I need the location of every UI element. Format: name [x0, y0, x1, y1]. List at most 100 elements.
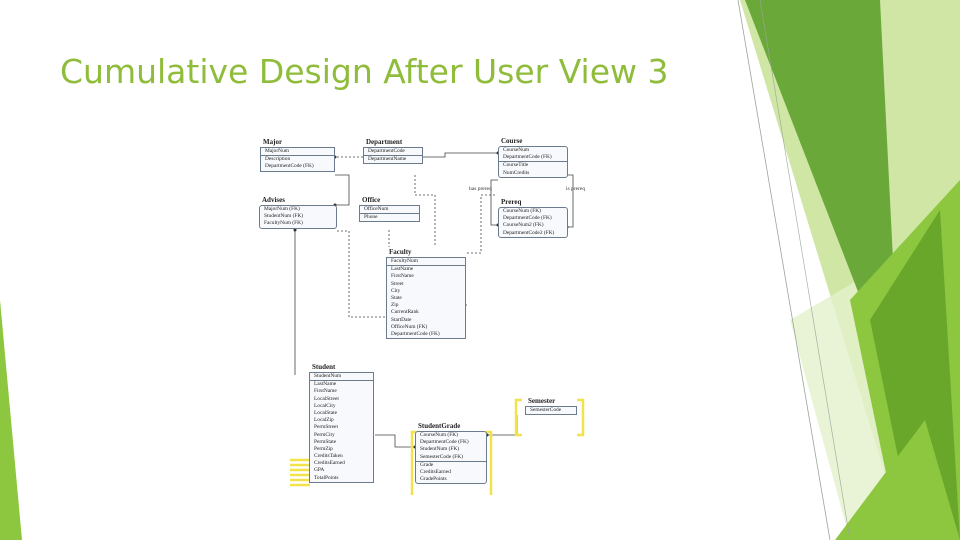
entity-studentgrade-name: StudentGrade [418, 422, 461, 430]
connector-major-advises [335, 174, 350, 206]
entity-student-pk: StudentNum [314, 373, 342, 379]
highlight-bracket-studentgrade-inner [485, 430, 493, 495]
entity-major: Major MajorNum Description DepartmentCod… [260, 138, 335, 172]
connector-course-prereq-right [567, 174, 574, 228]
entity-student-attr: LocalZip [314, 417, 334, 424]
entity-prereq: Prereq CourseNum (FK) DepartmentCode (FK… [498, 198, 568, 238]
entity-prereq-pk: CourseNum2 (FK) [503, 222, 544, 229]
entity-major-name: Major [263, 138, 283, 146]
slide-title: Cumulative Design After User View 3 [60, 52, 669, 91]
entity-faculty-attr: Street [391, 280, 404, 287]
entity-department-pk: DepartmentCode [368, 148, 405, 154]
entity-advises-box: MajorNum (FK) StudentNum (FK) FacultyNum… [259, 205, 337, 229]
entity-major-pk: MajorNum [265, 148, 289, 154]
entity-department-name: Department [366, 138, 403, 146]
entity-student-attr: LocalCity [314, 402, 336, 409]
entity-faculty-attr: LastName [391, 266, 414, 273]
entity-student-attr: LocalState [314, 409, 338, 416]
entity-faculty-box: FacultyNum LastName FirstName Street Cit… [386, 257, 466, 340]
entity-course-name: Course [501, 137, 523, 145]
entity-faculty-name: Faculty [389, 248, 412, 256]
entity-student-attr: PermStreet [314, 424, 338, 431]
entity-student-attr: CreditsEarned [314, 460, 345, 467]
entity-faculty-pk: FacultyNum [391, 258, 418, 264]
entity-office-name: Office [362, 196, 381, 204]
entity-major-attr: DepartmentCode (FK) [265, 163, 314, 170]
entity-student-attr: LastName [314, 381, 337, 388]
entity-faculty-attr: OfficeNum (FK) [391, 323, 428, 330]
entity-faculty-attr: StartDate [391, 316, 412, 323]
entity-course-attr: CourseTitle [503, 162, 529, 169]
er-diagram: Major MajorNum Description DepartmentCod… [255, 135, 585, 495]
entity-prereq-pk: DepartmentCode (FK) [503, 215, 552, 222]
entity-semester: Semester SemesterCode [525, 397, 577, 416]
entity-student-attr: PermCity [314, 431, 335, 438]
entity-faculty-attr: FirstName [391, 273, 414, 280]
connector-course-prereq-left [490, 179, 498, 226]
entity-faculty-attr: CurrentRank [391, 309, 419, 316]
entity-student-attr: PermState [314, 438, 337, 445]
entity-studentgrade-pk: CourseNum (FK) [420, 432, 458, 438]
entity-student: Student StudentNum LastName FirstName Lo… [309, 363, 374, 483]
entity-studentgrade-attr: Grade [420, 461, 434, 468]
entity-student-attr: TotalPoints [314, 474, 339, 481]
entity-semester-pk: SemesterCode [530, 407, 562, 413]
entity-studentgrade-attr: GradePoints [420, 476, 447, 483]
entity-faculty: Faculty FacultyNum LastName FirstName St… [386, 248, 466, 340]
entity-studentgrade-pk: DepartmentCode (FK) [420, 439, 469, 446]
entity-major-attr: Description [265, 156, 291, 163]
entity-course: Course CourseNum DepartmentCode (FK) Cou… [498, 137, 568, 178]
connector-department-faculty [414, 175, 436, 247]
entity-advises-pk: StudentNum (FK) [264, 213, 304, 220]
entity-course-attr: NumCredits [503, 169, 530, 176]
connector-student-studentgrade [375, 434, 415, 448]
entity-prereq-box: CourseNum (FK) DepartmentCode (FK) Cours… [498, 207, 568, 238]
highlight-bracket-semester-left [514, 398, 522, 437]
deco-bottom-triangle [835, 420, 960, 540]
entity-student-attr: LocalStreet [314, 395, 339, 402]
entity-prereq-name: Prereq [501, 198, 522, 206]
deco-left-green-shape [0, 300, 22, 540]
entity-faculty-attr: City [391, 287, 401, 294]
entity-course-pk: DepartmentCode (FK) [503, 154, 552, 161]
entity-department-box: DepartmentCode DepartmentName [363, 147, 423, 165]
entity-office-attr: Phone [364, 214, 378, 221]
entity-faculty-attr: DepartmentCode (FK) [391, 330, 440, 337]
entity-department: Department DepartmentCode DepartmentName [363, 138, 423, 165]
entity-semester-name: Semester [528, 397, 556, 405]
entity-semester-box: SemesterCode [525, 406, 577, 416]
deco-right-darkest-shape [870, 210, 960, 540]
entity-prereq-pk: DepartmentCode2 (FK) [503, 229, 555, 236]
deco-thin-line-2 [759, 0, 851, 540]
entity-studentgrade-pk: StudentNum (FK) [420, 446, 460, 453]
entity-studentgrade-pk: SemesterCode (FK) [420, 453, 463, 460]
entity-advises-pk: FacultyNum (FK) [264, 220, 303, 227]
entity-office: Office OfficeNum Phone [359, 196, 420, 223]
entity-student-attr: FirstName [314, 388, 337, 395]
entity-studentgrade-box: CourseNum (FK) DepartmentCode (FK) Stude… [415, 431, 487, 485]
entity-student-attr: PermZip [314, 445, 333, 452]
entity-advises-name: Advises [262, 196, 285, 204]
highlight-lines-student [290, 458, 310, 487]
entity-course-pk: CourseNum [503, 147, 530, 153]
entity-prereq-pk: CourseNum (FK) [503, 208, 541, 214]
entity-student-attr: GPA [314, 467, 325, 474]
entity-faculty-attr: State [391, 294, 402, 301]
entity-studentgrade: StudentGrade CourseNum (FK) DepartmentCo… [415, 422, 487, 485]
entity-student-box: StudentNum LastName FirstName LocalStree… [309, 372, 374, 483]
entity-office-pk: OfficeNum [364, 206, 389, 212]
connector-department-course [423, 152, 498, 158]
relationship-label-right: is prereq [566, 186, 586, 192]
entity-course-box: CourseNum DepartmentCode (FK) CourseTitl… [498, 146, 568, 178]
entity-office-box: OfficeNum Phone [359, 205, 420, 223]
relationship-label-left: has prereq [469, 186, 492, 192]
deco-thin-line-1 [737, 0, 831, 540]
entity-major-box: MajorNum Description DepartmentCode (FK) [260, 147, 335, 172]
entity-student-attr: CreditsTaken [314, 453, 343, 460]
entity-studentgrade-attr: CreditsEarned [420, 468, 451, 475]
entity-department-attr: DepartmentName [368, 156, 407, 163]
entity-student-name: Student [312, 363, 336, 371]
highlight-bracket-semester-right [577, 398, 585, 437]
entity-advises: Advises MajorNum (FK) StudentNum (FK) Fa… [259, 196, 337, 229]
